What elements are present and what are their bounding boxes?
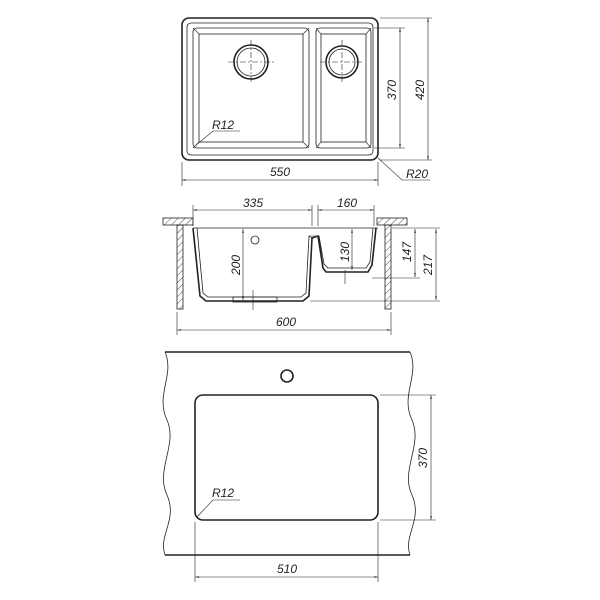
main-bowl bbox=[192, 27, 310, 149]
dim-550: 550 bbox=[270, 165, 290, 179]
cutout-view: 370 510 R12 bbox=[162, 351, 436, 582]
dim-335: 335 bbox=[243, 196, 263, 210]
sink-outline bbox=[181, 17, 379, 161]
dim-510: 510 bbox=[277, 562, 297, 576]
dim-420: 420 bbox=[413, 80, 427, 100]
dim-217: 217 bbox=[421, 254, 435, 276]
dim-160: 160 bbox=[337, 196, 357, 210]
dim-147: 147 bbox=[400, 241, 414, 262]
small-bowl bbox=[315, 27, 372, 149]
label-r20: R20 bbox=[406, 167, 428, 181]
top-view: 550 370 420 R20 R12 bbox=[181, 17, 432, 186]
dim-130: 130 bbox=[338, 242, 352, 262]
dim-370-top: 370 bbox=[385, 80, 399, 100]
cutout bbox=[194, 394, 379, 521]
dim-600: 600 bbox=[276, 315, 296, 329]
label-r12-top: R12 bbox=[212, 118, 234, 132]
tap-hole bbox=[280, 369, 294, 383]
dim-200: 200 bbox=[229, 255, 243, 276]
section-view: 335 160 200 130 147 217 600 bbox=[162, 196, 440, 335]
label-r12-cutout: R12 bbox=[212, 486, 234, 500]
bowl-profile bbox=[192, 227, 377, 302]
dim-370-cutout: 370 bbox=[416, 448, 430, 468]
